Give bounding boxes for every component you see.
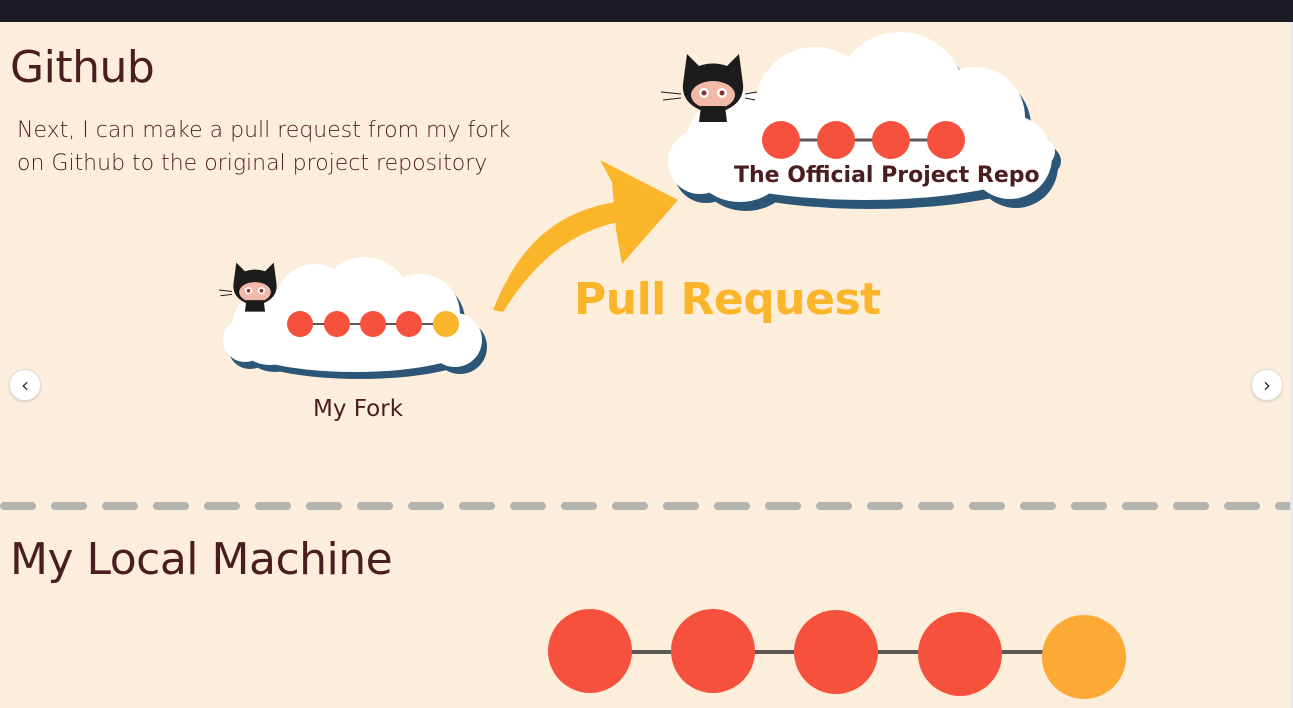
local-commit [794, 610, 878, 694]
fork-commit-graph [287, 311, 459, 337]
previous-slide-button[interactable]: ‹ [9, 369, 41, 401]
fork-label: My Fork [313, 396, 404, 422]
repo-commit-graph [762, 121, 965, 159]
repo-commit [927, 121, 965, 159]
github-section-title: Github [10, 42, 155, 93]
next-slide-button[interactable]: › [1251, 369, 1283, 401]
chevron-left-icon: ‹ [21, 373, 29, 397]
repo-commit [817, 121, 855, 159]
presentation-slide: Github Next, I can make a pull request f… [0, 22, 1290, 708]
chevron-right-icon: › [1263, 373, 1271, 397]
repo-commit [762, 121, 800, 159]
fork-commit [360, 311, 386, 337]
local-commit [918, 612, 1002, 696]
local-commit-graph [548, 609, 1126, 699]
local-section-title: My Local Machine [10, 534, 393, 585]
window-edge [1290, 22, 1293, 708]
slide-description: Next, I can make a pull request from my … [17, 118, 511, 176]
repo-label: The Official Project Repo [734, 163, 1040, 188]
browser-top-bar [0, 0, 1293, 22]
fork-commit-new [433, 311, 459, 337]
octocat-icon [660, 54, 758, 122]
fork-commit [324, 311, 350, 337]
fork-commit [287, 311, 313, 337]
local-commit [671, 609, 755, 693]
repo-commit [872, 121, 910, 159]
local-commit-new [1042, 615, 1126, 699]
slide-artwork [0, 32, 1290, 699]
fork-commit [396, 311, 422, 337]
pull-request-label: Pull Request [574, 274, 881, 325]
local-commit [548, 609, 632, 693]
octocat-icon [218, 262, 277, 312]
curved-arrow-icon [493, 160, 678, 312]
